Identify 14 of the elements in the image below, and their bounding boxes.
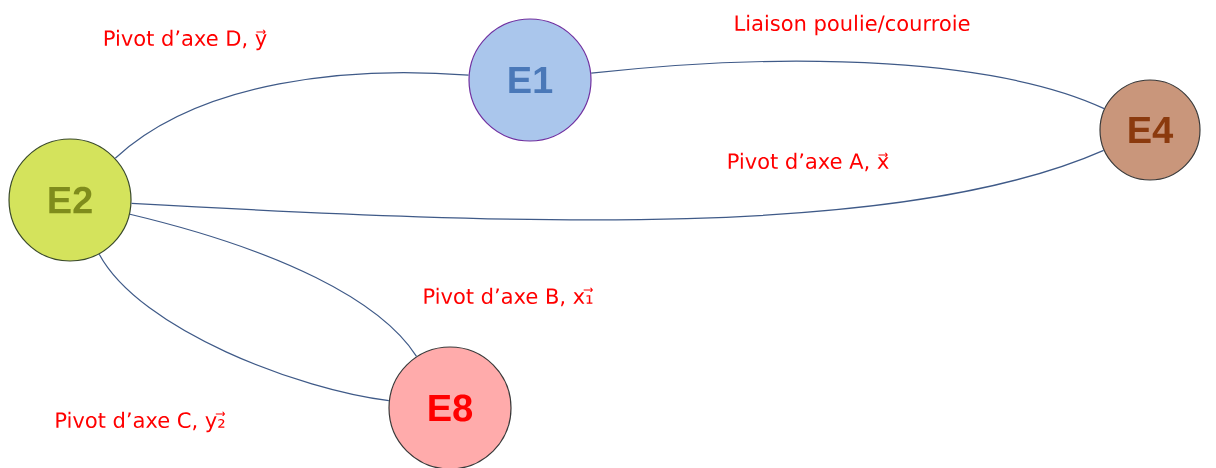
circle-node: E2 <box>8 138 132 262</box>
circle-node: E1 <box>468 18 592 142</box>
edge-label: Pivot d’axe C, y₂⃗ <box>56 411 226 433</box>
connector-line <box>98 253 390 402</box>
circle-node: E4 <box>1099 79 1201 181</box>
edge-label: Pivot d’axe D, y⃗ <box>104 29 267 51</box>
connector-line <box>130 149 1105 221</box>
edge-label: Pivot d’axe B, x₁⃗ <box>424 287 593 307</box>
edge-label: Liaison poulie/courroie <box>735 14 970 36</box>
circle-node: E8 <box>388 346 512 468</box>
connector-line <box>114 72 470 159</box>
edge-label: Pivot d’axe A, x⃗ <box>728 152 889 172</box>
connector-line <box>590 60 1105 110</box>
connector-line <box>129 213 418 357</box>
